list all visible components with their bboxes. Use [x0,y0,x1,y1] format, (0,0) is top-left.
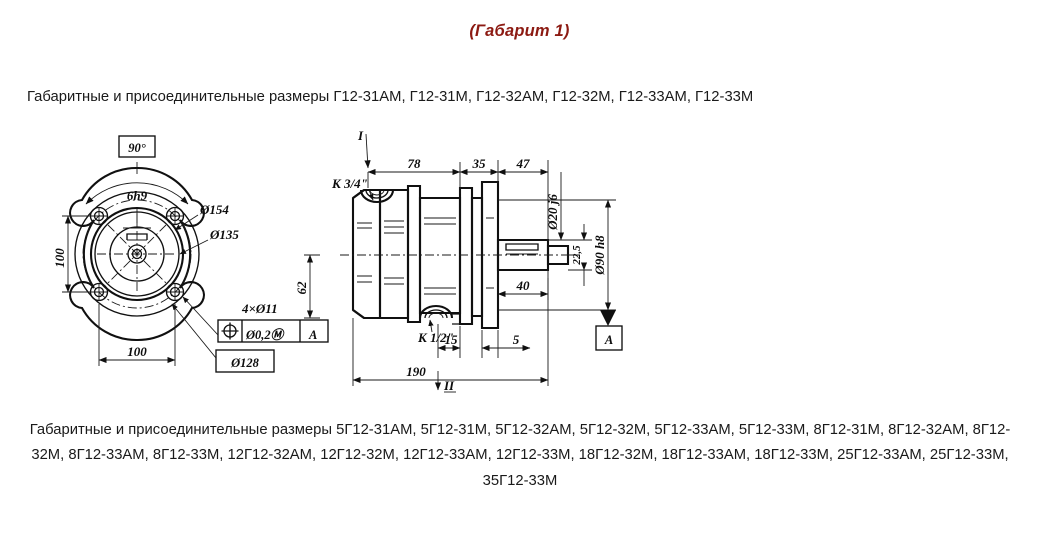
drawing-svg: 90° [52,128,623,393]
keyway-label: 6h9 [127,188,148,203]
dim-35-label: 35 [472,156,487,171]
dim-62-label: 62 [294,281,309,295]
angle-callout-box: 90° [118,135,156,158]
dia-outer-label: Ø154 [199,202,229,217]
dim-width-100-label: 100 [127,344,147,359]
dim-chain-top: 78 35 47 [367,156,549,240]
page-title: (Габарит 1) [469,22,570,40]
holes-label: 4×Ø11 [241,301,278,316]
position-tolerance-icon [221,322,239,340]
dim-225-label: 22,5 [571,245,583,266]
dia-outer-callout: Ø154 [174,202,229,231]
dim-15-label: 15 [445,332,459,347]
section-mark-top: I [357,128,371,169]
thread-top-callout: К 3/4" [331,176,374,201]
dia-pilot-label: Ø128 [230,356,260,370]
datum-a-label: A [604,333,613,347]
thread-top-label: К 3/4" [331,176,368,191]
section-mark-bottom: II [434,371,456,393]
dia-bolt-circle-label: Ø135 [209,227,239,242]
holes-callout: 4×Ø11 [241,301,278,316]
technical-drawing: 90° [20,128,660,400]
dim-dia-pilot-h8-label: Ø90 h8 [592,235,607,276]
dim-40: 40 [497,270,549,300]
gdt-datum-label: A [308,328,317,342]
dia-pilot-callout: Ø128 [171,303,275,373]
dim-190-label: 190 [406,364,426,379]
dia-bolt-circle-callout: Ø135 [179,227,239,255]
keyway-callout: 6h9 [127,188,148,228]
dim-62: 62 [294,254,320,319]
angle-box-label: 90° [128,141,146,155]
section-mark-top-label: I [357,128,364,143]
dim-190: 190 [352,278,549,386]
gdt-frame: Ø0,2Ⓜ A [182,296,329,343]
dim-225: 22,5 [568,224,592,286]
dim-47-label: 47 [516,156,531,171]
gdt-tolerance-label: Ø0,2Ⓜ [245,328,286,342]
flange-front-view: 90° [52,135,329,373]
thread-bottom-callout: К 1/2" [417,319,454,345]
dim-78-label: 78 [408,156,422,171]
dim-dia-pilot-h8: Ø90 h8 [498,199,616,311]
description-bottom: Габаритные и присоединительные размеры 5… [29,422,1011,489]
dim-width-100: 100 [98,304,176,366]
dim-height-100-label: 100 [52,248,67,268]
thread-bottom-label: К 1/2" [417,330,454,345]
dim-dia-shaft-label: Ø20 j6 [545,194,560,231]
dim-5-label: 5 [513,332,520,347]
longitudinal-section-view: I II К 3/4" К 1/2" [294,128,623,393]
motor-body-outline [340,180,580,330]
dim-dia-shaft: Ø20 j6 [545,172,580,256]
datum-a: A [595,310,623,351]
dim-40-label: 40 [516,278,531,293]
dim-chain-bottom: 15 5 [437,324,531,358]
angle-arc [85,162,189,205]
description-top: Габаритные и присоединительные размеры Г… [27,89,754,105]
dim-height-100: 100 [52,215,92,293]
